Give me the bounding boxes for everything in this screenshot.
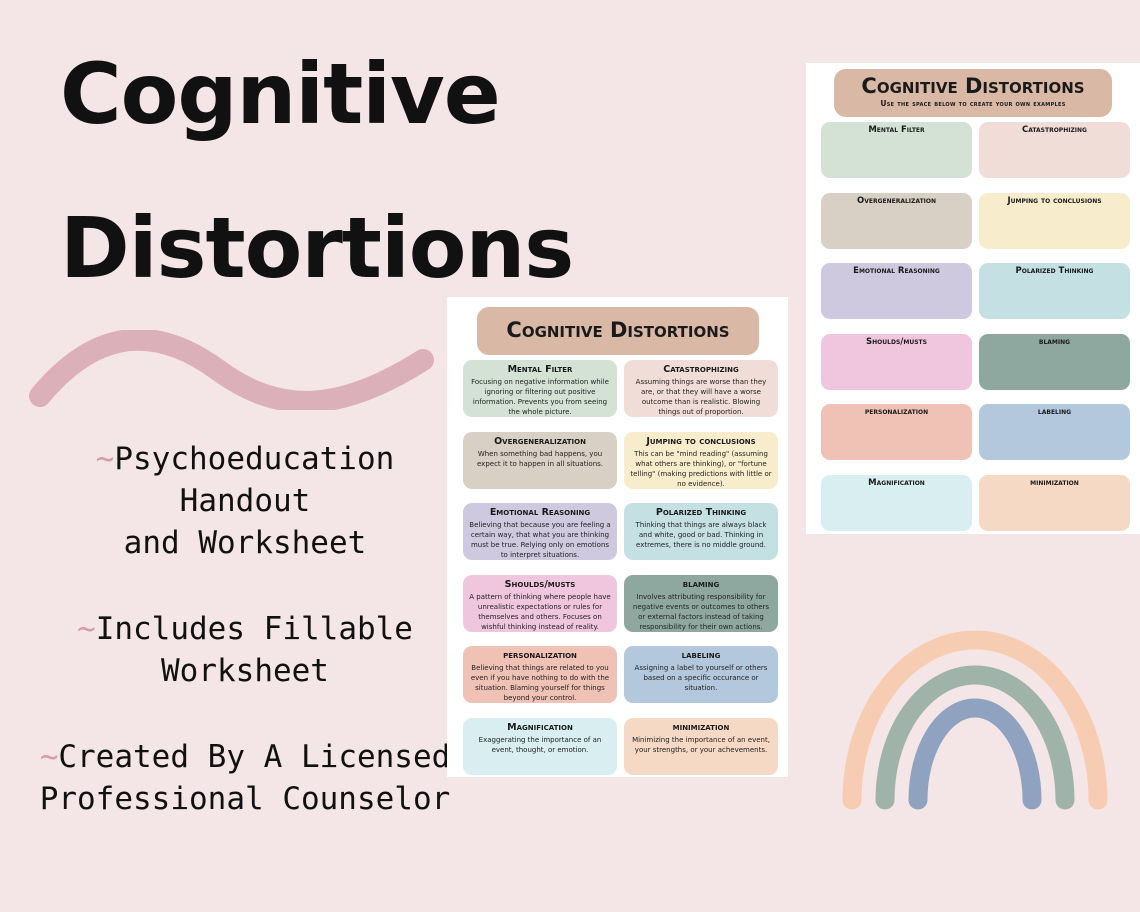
worksheet-card-title: Catastrophizing bbox=[1021, 125, 1087, 135]
handout-card-title: personalization bbox=[503, 650, 577, 661]
feature-line: Worksheet bbox=[161, 653, 329, 689]
worksheet-card[interactable]: minimization bbox=[979, 474, 1130, 531]
hero-title-line-2: Distortions bbox=[60, 199, 574, 297]
handout-card-text: Exaggerating the importance of an event,… bbox=[478, 735, 602, 754]
worksheet-card[interactable]: blaming bbox=[979, 333, 1130, 390]
worksheet-card[interactable]: labeling bbox=[979, 404, 1130, 460]
handout-card-text: This can be "mind reading" (assuming wha… bbox=[630, 449, 772, 488]
rainbow-outer-arc bbox=[842, 630, 1108, 810]
worksheet-card-title: Shoulds/musts bbox=[866, 336, 927, 347]
worksheet-card[interactable]: Overgeneralization bbox=[821, 192, 972, 249]
handout-card-title: Jumping to conclusions bbox=[646, 435, 756, 447]
feature-item: ~Created By A Licensed Professional Coun… bbox=[30, 736, 460, 820]
handout-card-text: Believing that things are related to you… bbox=[470, 664, 610, 702]
worksheet-card[interactable]: Jumping to conclusions bbox=[979, 192, 1130, 249]
worksheet-card[interactable]: Polarized Thinking bbox=[979, 263, 1130, 319]
worksheet-card[interactable]: Catastrophizing bbox=[979, 122, 1130, 178]
tilde-mark: ~ bbox=[95, 441, 115, 477]
feature-item: ~Includes Fillable Worksheet bbox=[30, 608, 460, 692]
worksheet-card[interactable]: Shoulds/musts bbox=[821, 333, 972, 390]
feature-line: and Worksheet bbox=[123, 525, 367, 561]
worksheet-card[interactable]: Emotional Reasoning bbox=[821, 263, 972, 319]
rainbow-decoration bbox=[842, 630, 1108, 810]
handout-card-title: minimization bbox=[672, 721, 730, 733]
handout-card-text: Focusing on negative information while i… bbox=[471, 378, 609, 416]
feature-line: Created By A Licensed bbox=[58, 739, 451, 775]
worksheet-card[interactable]: Mental Filter bbox=[821, 122, 972, 178]
handout-card-text: Involves attributing responsibility for … bbox=[632, 592, 770, 631]
feature-line: Psychoeducation Handout bbox=[114, 441, 395, 519]
worksheet-preview: Cognitive Distortions Use the space belo… bbox=[806, 63, 1140, 534]
worksheet-card[interactable]: Magnification bbox=[821, 474, 972, 531]
worksheet-card-title: personalization bbox=[864, 407, 929, 417]
feature-line: Professional Counselor bbox=[39, 781, 451, 817]
handout-card-title: Mental Filter bbox=[507, 364, 573, 375]
worksheet-card-title: blaming bbox=[1038, 336, 1071, 347]
handout-card-title: Shoulds/musts bbox=[504, 578, 576, 590]
handout-card-title: labeling bbox=[681, 650, 721, 661]
handout-card: Shoulds/musts A pattern of thinking where… bbox=[463, 574, 617, 632]
handout-card-title: Overgeneralization bbox=[494, 435, 586, 447]
worksheet-card-title: Mental Filter bbox=[868, 125, 925, 135]
worksheet-card-title: Emotional Reasoning bbox=[853, 266, 940, 276]
handout-card-text: Assuming things are worse than they are,… bbox=[635, 378, 767, 416]
feature-list: ~Psychoeducation Handout and Worksheet ~… bbox=[30, 438, 460, 864]
worksheet-card-title: Overgeneralization bbox=[856, 195, 937, 206]
handout-card-title: blaming bbox=[682, 578, 720, 590]
worksheet-card[interactable]: personalization bbox=[821, 404, 972, 460]
handout-card-title: Catastrophizing bbox=[663, 364, 739, 375]
handout-card-text: A pattern of thinking where people have … bbox=[469, 592, 611, 631]
handout-card-text: Thinking that things are always black an… bbox=[635, 521, 767, 549]
rainbow-middle-arc bbox=[875, 665, 1075, 810]
handout-title: Cognitive Distortions bbox=[477, 307, 759, 355]
handout-card-title: Polarized Thinking bbox=[655, 507, 747, 518]
squiggle-decoration bbox=[29, 330, 434, 410]
feature-line: Includes Fillable bbox=[95, 611, 413, 647]
worksheet-card-title: Magnification bbox=[868, 477, 925, 488]
squiggle-path bbox=[29, 330, 434, 410]
hero-title-line-1: Cognitive bbox=[60, 45, 501, 143]
tilde-mark: ~ bbox=[39, 739, 59, 775]
handout-card-text: Minimizing the importance of an event, y… bbox=[632, 735, 770, 754]
handout-card-text: Believing that because you are feeling a… bbox=[469, 521, 611, 559]
worksheet-subtitle: Use the space below to create your own e… bbox=[880, 99, 1066, 108]
feature-item: ~Psychoeducation Handout and Worksheet bbox=[30, 438, 460, 564]
handout-card-text: Assigning a label to yourself or others … bbox=[634, 664, 768, 692]
handout-card-text: When something bad happens, you expect i… bbox=[477, 449, 603, 468]
worksheet-card-title: labeling bbox=[1037, 407, 1072, 417]
handout-card-title: Magnification bbox=[507, 721, 573, 733]
worksheet-card-title: minimization bbox=[1030, 477, 1079, 488]
rainbow-inner-arc bbox=[908, 698, 1042, 810]
worksheet-card-title: Polarized Thinking bbox=[1015, 266, 1094, 276]
worksheet-banner: Cognitive Distortions Use the space belo… bbox=[834, 69, 1112, 117]
worksheet-card-title: Jumping to conclusions bbox=[1007, 195, 1102, 206]
tilde-mark: ~ bbox=[77, 611, 96, 647]
handout-card-title: Emotional Reasoning bbox=[489, 507, 591, 518]
worksheet-title: Cognitive Distortions bbox=[861, 74, 1085, 98]
